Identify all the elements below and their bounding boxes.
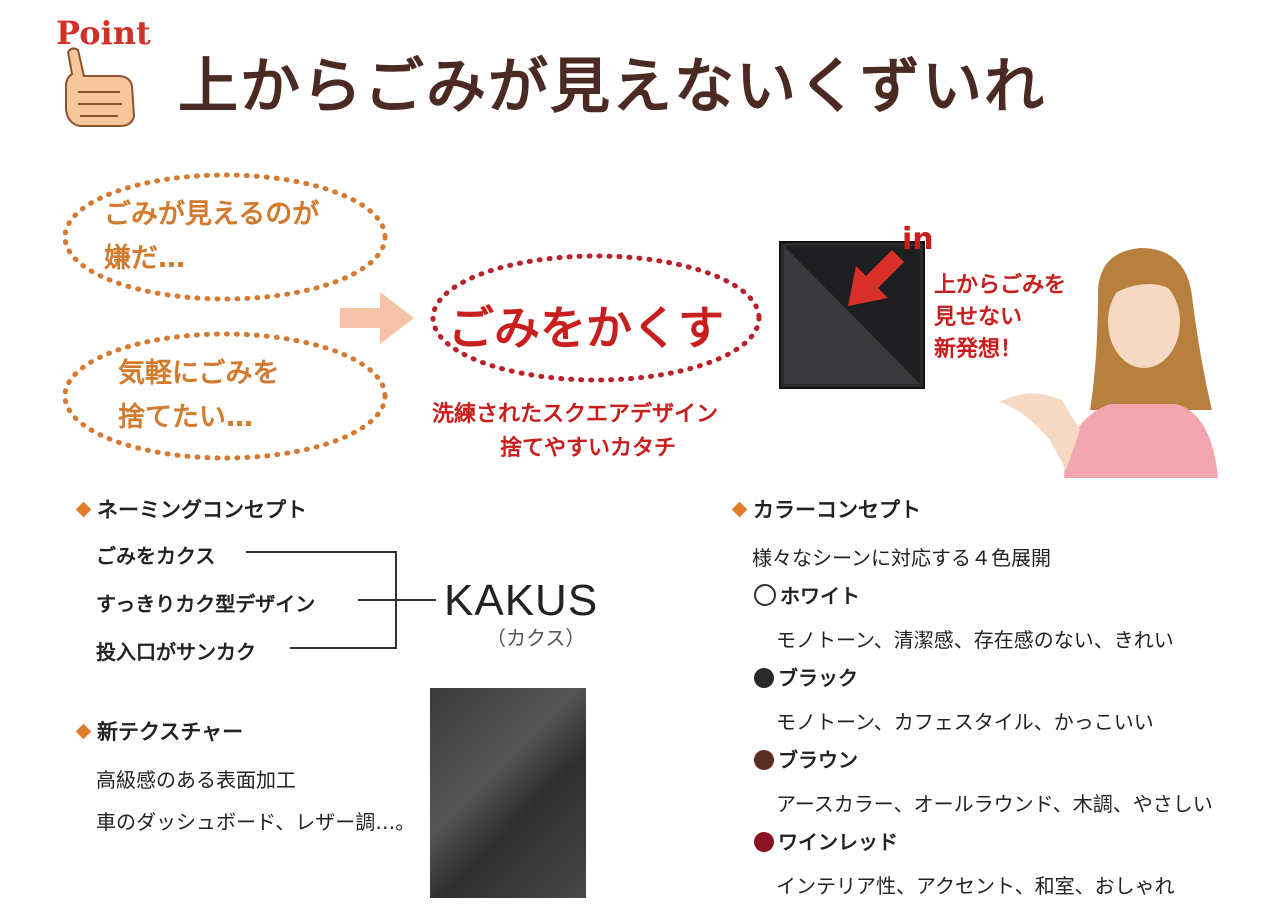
naming-heading: ネーミングコンセプト bbox=[75, 494, 307, 524]
color-desc: モノトーン、清潔感、存在感のない、きれい bbox=[776, 628, 1174, 652]
texture-heading: 新テクスチャー bbox=[75, 716, 244, 746]
bottom-thought-bubble bbox=[62, 331, 388, 461]
center-sub-line1: 洗練されたスクエアデザイン bbox=[432, 402, 719, 427]
texture-line2: 車のダッシュボード、レザー調…。 bbox=[96, 810, 416, 834]
brand-reading: （カクス） bbox=[486, 626, 586, 650]
color-item-white: ホワイト bbox=[754, 580, 860, 609]
naming-item: すっきりカク型デザイン bbox=[96, 592, 316, 616]
woman-illustration bbox=[1000, 248, 1218, 478]
color-item-black: ブラック bbox=[754, 662, 858, 691]
naming-item: 投入口がサンカク bbox=[96, 640, 256, 664]
naming-bracket-lines bbox=[246, 551, 436, 649]
texture-heading-text: 新テクスチャー bbox=[97, 720, 244, 744]
color-item-winered: ワインレッド bbox=[754, 826, 898, 855]
color-name: ブラウン bbox=[778, 748, 858, 772]
color-name: ホワイト bbox=[780, 584, 860, 608]
center-bubble bbox=[430, 253, 762, 383]
brand-logo-text: KAKUS bbox=[444, 576, 599, 625]
page-title: 上からごみが見えないくずいれ bbox=[178, 52, 1046, 122]
color-desc: モノトーン、カフェスタイル、かっこいい bbox=[776, 710, 1154, 734]
winered-circle-icon bbox=[754, 832, 774, 852]
color-heading: カラーコンセプト bbox=[731, 494, 921, 524]
top-thought-bubble bbox=[62, 172, 388, 302]
insert-arrow-icon bbox=[848, 250, 904, 306]
point-label: Point bbox=[56, 14, 151, 52]
diamond-bullet-icon bbox=[75, 723, 92, 740]
woman-caption-line2: 見せない bbox=[934, 305, 1023, 330]
texture-sample-image bbox=[430, 688, 586, 898]
black-circle-icon bbox=[754, 668, 774, 688]
brown-circle-icon bbox=[754, 750, 774, 770]
center-sub-line2: 捨てやすいカタチ bbox=[500, 436, 677, 461]
color-desc: アースカラー、オールラウンド、木調、やさしい bbox=[776, 792, 1213, 816]
product-box-image bbox=[779, 241, 925, 389]
diamond-bullet-icon bbox=[731, 501, 748, 518]
bottom-bubble-line1: 気軽にごみを bbox=[118, 358, 280, 389]
diamond-bullet-icon bbox=[75, 501, 92, 518]
concept-diagram bbox=[62, 172, 1218, 478]
top-bubble-line1: ごみが見えるのが bbox=[104, 199, 320, 230]
arrow-right-icon bbox=[340, 292, 414, 344]
color-intro: 様々なシーンに対応する４色展開 bbox=[752, 546, 1051, 570]
woman-caption-line3: 新発想！ bbox=[934, 337, 1023, 362]
color-heading-text: カラーコンセプト bbox=[753, 498, 921, 522]
top-bubble-text: ごみが見えるのが 嫌だ… bbox=[104, 193, 319, 281]
top-bubble-line2: 嫌だ… bbox=[104, 243, 185, 274]
in-label: in bbox=[902, 222, 934, 257]
color-item-brown: ブラウン bbox=[754, 744, 858, 773]
center-main-text: ごみをかくす bbox=[448, 301, 724, 355]
color-desc: インテリア性、アクセント、和室、おしゃれ bbox=[776, 874, 1175, 898]
texture-line1: 高級感のある表面加工 bbox=[96, 768, 296, 792]
naming-heading-text: ネーミングコンセプト bbox=[97, 498, 307, 522]
thumbs-up-icon bbox=[58, 40, 148, 130]
color-name: ワインレッド bbox=[778, 830, 898, 854]
bottom-bubble-line2: 捨てたい… bbox=[118, 402, 253, 433]
white-circle-icon bbox=[754, 584, 776, 606]
woman-caption-line1: 上からごみを bbox=[934, 273, 1067, 298]
color-name: ブラック bbox=[778, 666, 858, 690]
bottom-bubble-text: 気軽にごみを 捨てたい… bbox=[118, 352, 279, 440]
woman-caption: 上からごみを 見せない 新発想！ bbox=[934, 270, 1066, 366]
naming-item: ごみをカクス bbox=[96, 544, 216, 568]
